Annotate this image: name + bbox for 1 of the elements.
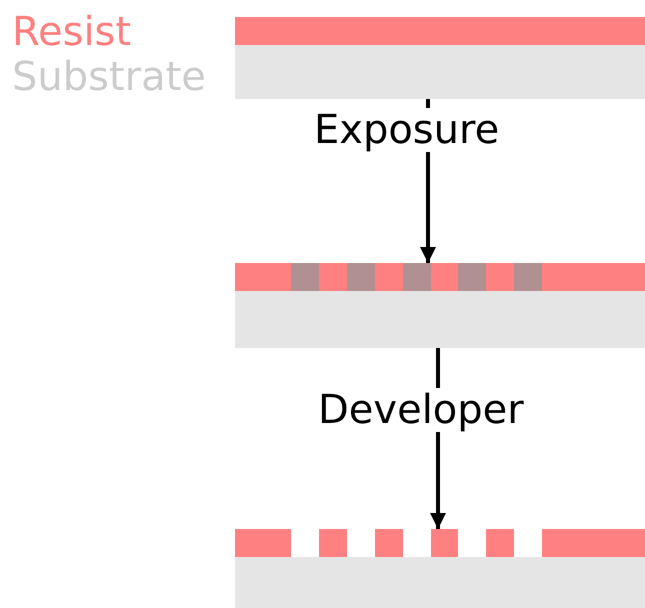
- legend-label: Resist: [12, 10, 132, 54]
